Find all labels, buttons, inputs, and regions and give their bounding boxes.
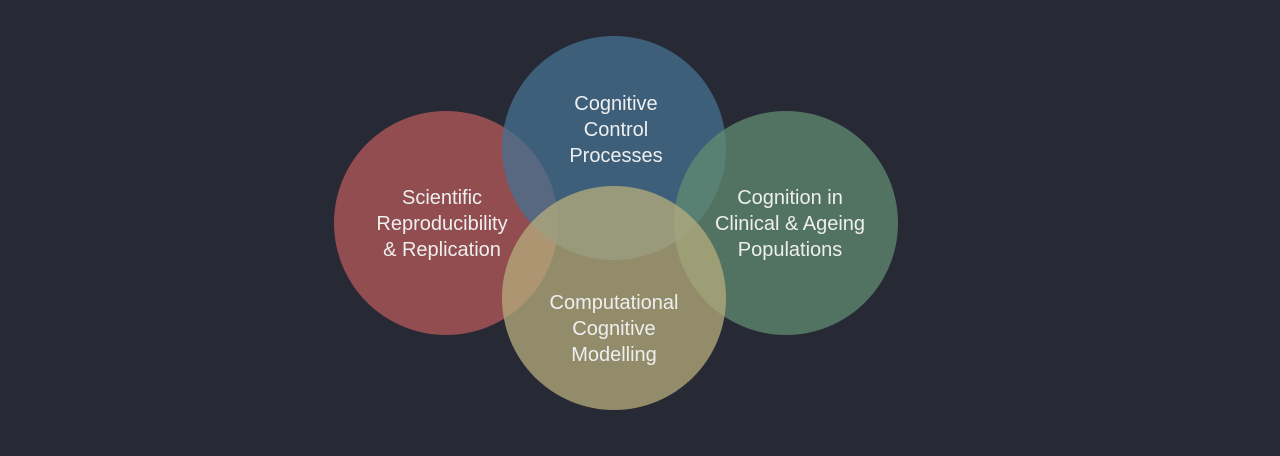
circle-cognition-clinical-ageing-label-line: Clinical & Ageing bbox=[715, 213, 865, 235]
circle-cognition-clinical-ageing bbox=[674, 111, 898, 335]
circle-computational-cognitive-modelling bbox=[502, 186, 726, 410]
circle-scientific-reproducibility-label-line: Reproducibility bbox=[376, 213, 507, 235]
circle-computational-cognitive-modelling-label-line: Modelling bbox=[571, 344, 657, 366]
circle-computational-cognitive-modelling-label-line: Cognitive bbox=[572, 318, 655, 340]
circle-scientific-reproducibility bbox=[334, 111, 558, 335]
circle-cognition-clinical-ageing-label-line: Cognition in bbox=[737, 187, 843, 209]
circle-cognition-clinical-ageing-label-line: Populations bbox=[738, 239, 843, 261]
circle-cognitive-control-processes-label-line: Cognitive bbox=[574, 93, 657, 115]
circle-layer bbox=[334, 36, 898, 410]
circle-scientific-reproducibility-label-line: & Replication bbox=[383, 239, 501, 261]
circle-cognitive-control-processes-label-line: Control bbox=[584, 119, 648, 141]
circle-scientific-reproducibility-label-line: Scientific bbox=[402, 187, 482, 209]
circle-cognitive-control-processes-label-line: Processes bbox=[569, 145, 662, 167]
circle-computational-cognitive-modelling-label-line: Computational bbox=[550, 292, 679, 314]
